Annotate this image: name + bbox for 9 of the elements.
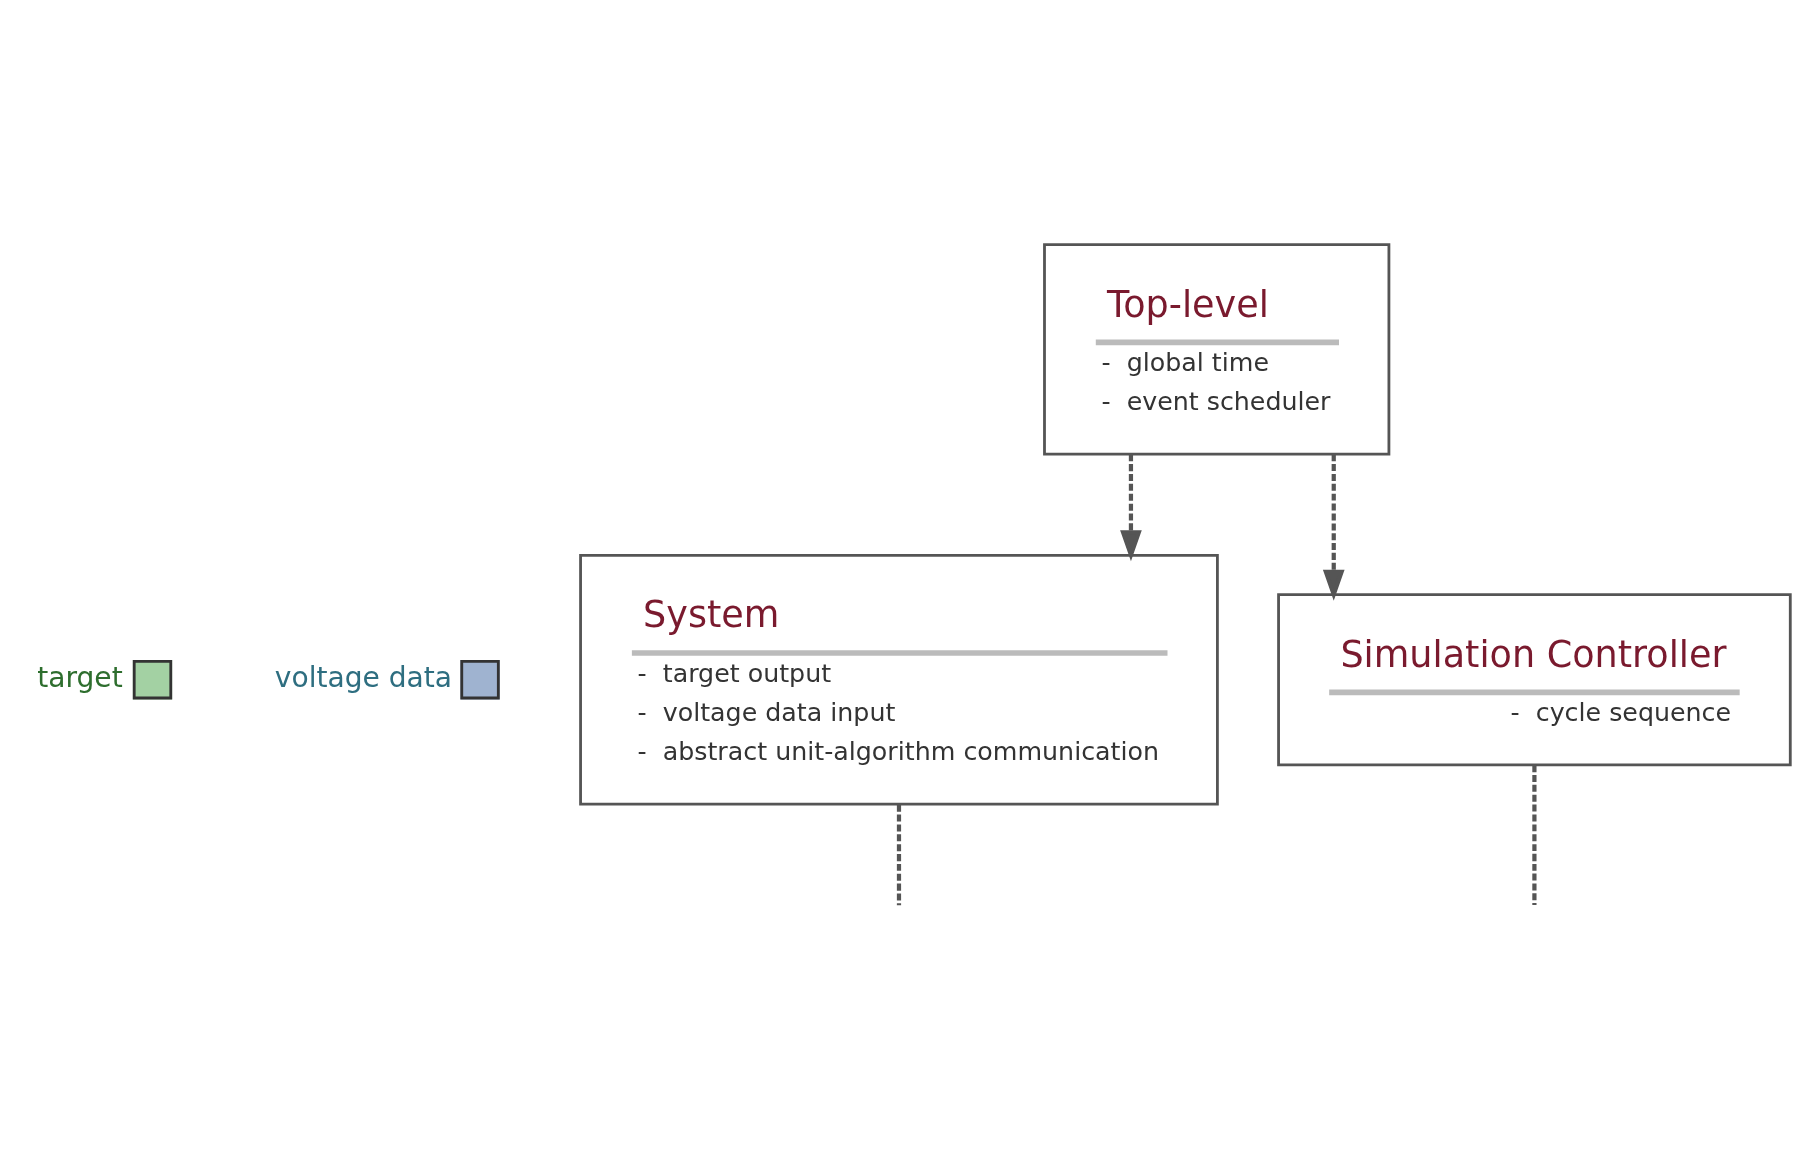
arrow [1322,454,1345,601]
node-box: Simulation Controller - cycle sequence [1277,593,1792,767]
node-box: Top-level - global time - event scheduler [1043,243,1391,456]
arrow [1120,454,1142,562]
node-label: voltage data [274,660,453,694]
connector [1532,765,1537,905]
connector [896,804,902,906]
node-label: target [37,660,123,694]
node-box: System - target output - voltage data input - abstract unit-algorithm communication [579,553,1219,806]
